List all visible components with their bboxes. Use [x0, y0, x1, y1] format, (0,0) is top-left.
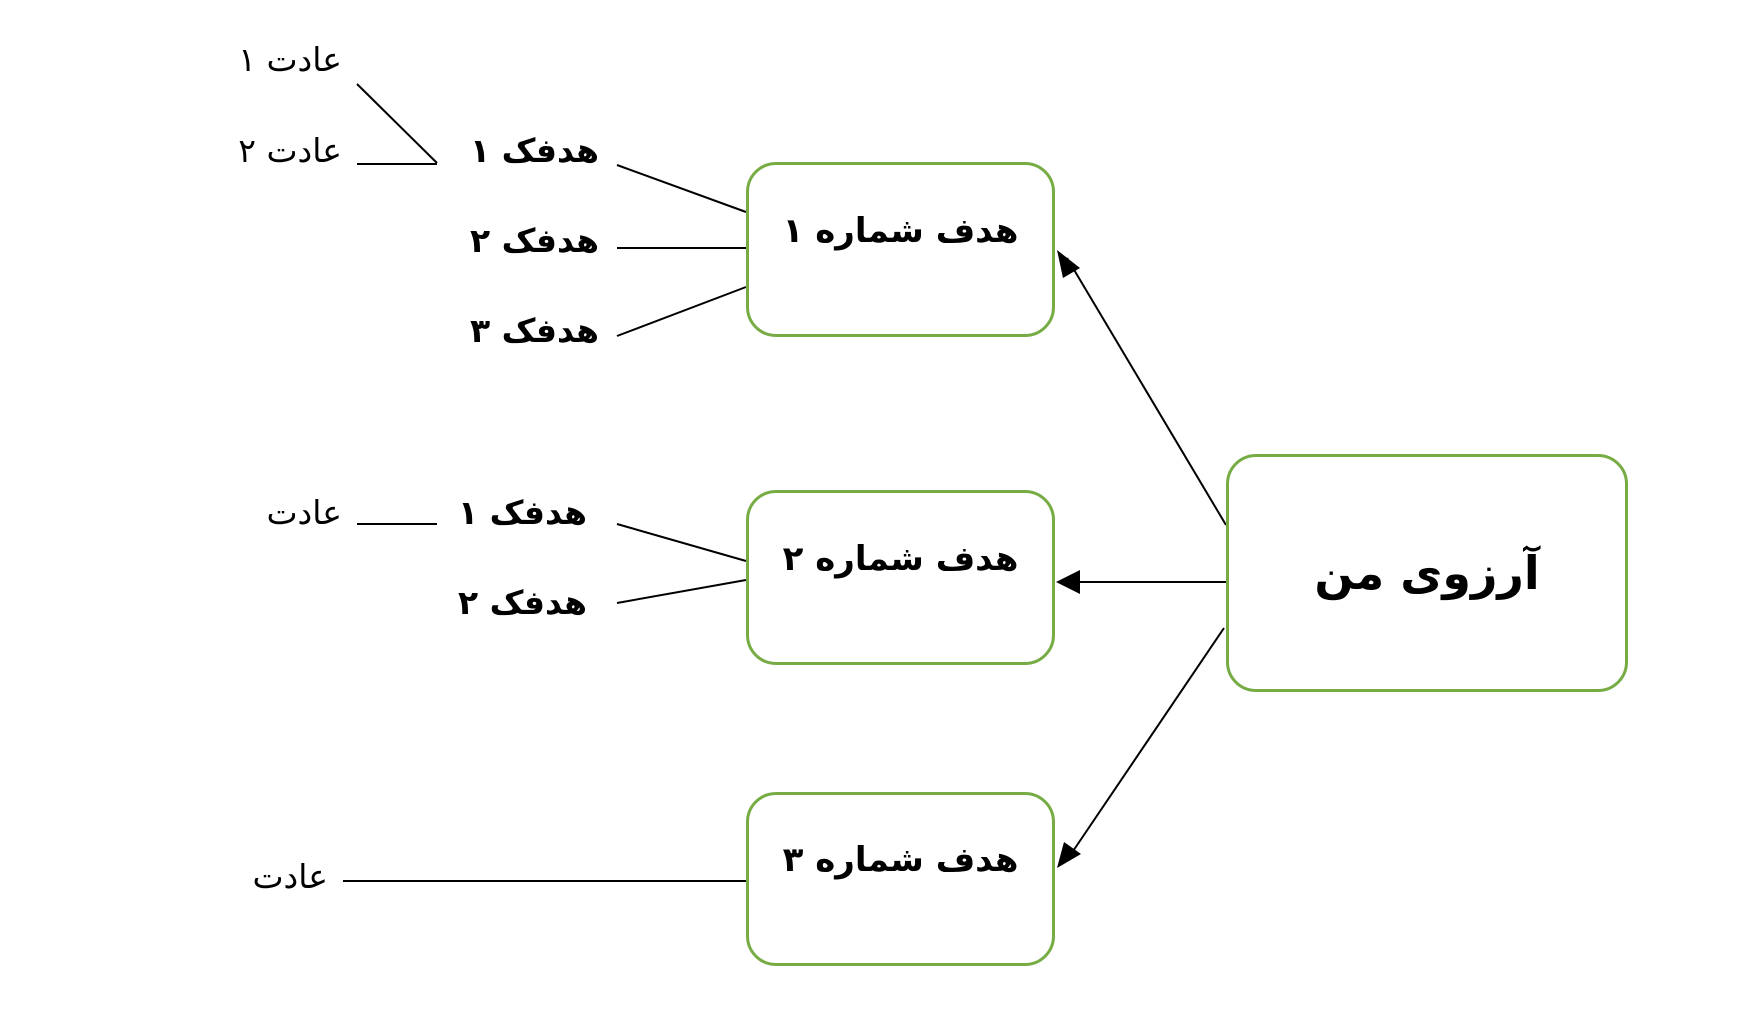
arrow-wish-to-goal-1 — [1066, 257, 1227, 526]
arrowhead-goal-3 — [1057, 842, 1081, 868]
wish-box: آرزوی من — [1226, 454, 1628, 692]
arrow-wish-to-goal-3 — [1066, 627, 1225, 861]
arrowhead-goal-2 — [1056, 570, 1080, 594]
goal-box-1: هدف شماره ۱ — [746, 162, 1055, 337]
connector-goal1-subgoal3 — [616, 286, 747, 337]
connector-goal2-subgoal2 — [616, 579, 747, 604]
goal1-subgoal-1: هدفک ۱ — [470, 131, 599, 170]
goal2-subgoal-2: هدفک ۲ — [458, 583, 587, 622]
goal1-subgoal-2: هدفک ۲ — [470, 221, 599, 260]
goal2-habit: عادت — [266, 493, 342, 532]
connector-goal2-subgoal1 — [616, 523, 747, 562]
goal1-subgoal-3: هدفک ۳ — [470, 311, 599, 350]
goal-box-3: هدف شماره ۳ — [746, 792, 1055, 966]
goal-label-3: هدف شماره ۳ — [782, 840, 1019, 880]
habit-1: عادت ۱ — [238, 40, 342, 79]
habit-2: عادت ۲ — [238, 131, 342, 170]
goal-label-1: هدف شماره ۱ — [782, 210, 1019, 251]
goal-label-2: هدف شماره ۲ — [782, 538, 1019, 579]
connector-habit1 — [356, 83, 438, 164]
goal-box-2: هدف شماره ۲ — [746, 490, 1055, 665]
wish-label: آرزوی من — [1314, 546, 1540, 600]
arrowhead-goal-1 — [1057, 250, 1080, 278]
goal2-subgoal-1: هدفک ۱ — [458, 493, 587, 532]
goal3-habit: عادت — [252, 857, 328, 896]
connector-goal1-subgoal1 — [616, 164, 747, 213]
